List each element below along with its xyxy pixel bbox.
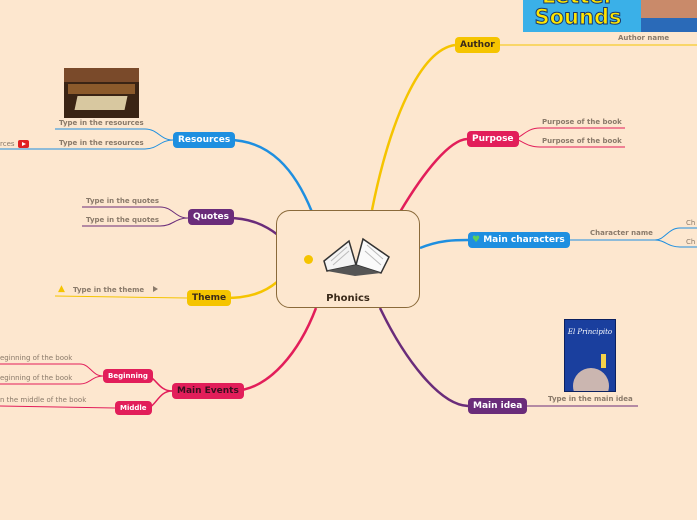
open-book-icon [323, 237, 390, 276]
resources-sub[interactable]: rces [0, 140, 15, 148]
purpose-leaf-1[interactable]: Purpose of the book [542, 118, 622, 126]
beginning-leaf-2[interactable]: eginning of the book [0, 374, 73, 382]
cover-planet [573, 368, 609, 391]
quotes-leaf-1[interactable]: Type in the quotes [86, 197, 160, 205]
youtube-icon[interactable] [18, 140, 29, 148]
green-heart-icon: ♥ [472, 235, 481, 245]
letter-sounds-banner: Letter Sounds [523, 0, 697, 32]
cover-prince [601, 354, 606, 368]
character-sub-2[interactable]: Ch [686, 238, 696, 246]
purpose-leaf-2[interactable]: Purpose of the book [542, 137, 622, 145]
banner-shirt [641, 18, 697, 32]
character-sub-1[interactable]: Ch [686, 219, 696, 227]
beginning-node[interactable]: Beginning [103, 369, 153, 383]
main-idea-node[interactable]: Main idea [468, 398, 528, 414]
quotes-leaf-2[interactable]: Type in the quotes [86, 216, 160, 224]
beginning-leaf-1[interactable]: eginning of the book [0, 354, 73, 362]
central-topic[interactable]: Phonics [276, 210, 420, 308]
main-events-node[interactable]: Main Events [172, 383, 244, 399]
quotes-node[interactable]: Quotes [188, 209, 235, 225]
author-node[interactable]: Author [455, 37, 500, 53]
middle-node[interactable]: Middle [115, 401, 152, 415]
central-topic-title: Phonics [326, 293, 370, 304]
character-name[interactable]: Character name [590, 229, 653, 237]
resources-leaf-2[interactable]: Type in the resources [59, 139, 144, 147]
author-name[interactable]: Author name [618, 34, 670, 42]
cover-title: El Principito [567, 328, 613, 336]
el-principito-cover: El Principito [564, 319, 616, 392]
theme-leaf[interactable]: Type in the theme [73, 286, 145, 294]
main-characters-label: Main characters [483, 235, 565, 245]
theme-node[interactable]: Theme [187, 290, 232, 306]
library-books-image [64, 68, 139, 118]
banner-text: Letter Sounds [534, 0, 622, 29]
resources-node[interactable]: Resources [173, 132, 236, 148]
purpose-node[interactable]: Purpose [467, 131, 519, 147]
middle-leaf[interactable]: n the middle of the book [0, 396, 87, 404]
resources-leaf-1[interactable]: Type in the resources [59, 119, 144, 127]
main-idea-leaf[interactable]: Type in the main idea [548, 395, 633, 403]
thumbs-up-icon: ▲ [58, 284, 65, 294]
play-arrow-icon[interactable] [153, 286, 158, 292]
main-characters-node[interactable]: ♥ Main characters [468, 232, 570, 248]
confused-face-icon [304, 255, 313, 264]
